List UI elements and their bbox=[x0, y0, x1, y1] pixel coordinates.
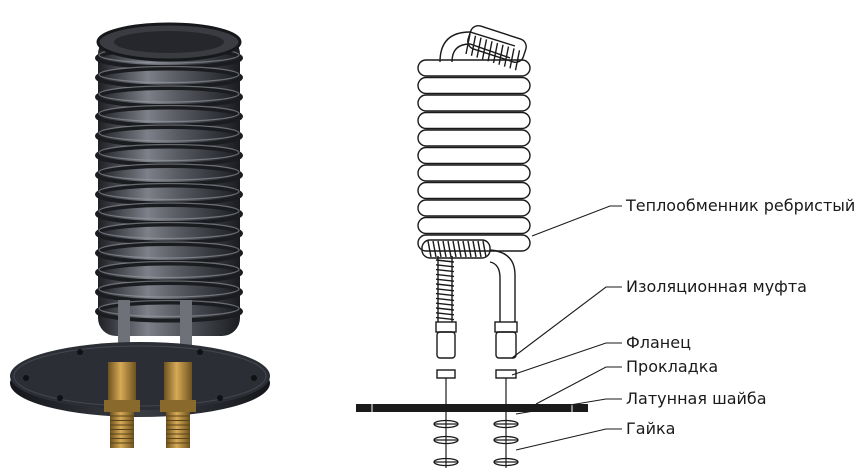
leader-flange bbox=[511, 342, 622, 376]
label-insulation-coupling: Изоляционная муфта bbox=[626, 277, 807, 296]
leader-heat-exchanger bbox=[531, 205, 622, 237]
coil-turns bbox=[417, 59, 531, 252]
label-brass-washer: Латунная шайба bbox=[626, 389, 767, 408]
brass-fittings bbox=[104, 362, 196, 448]
leader-insulation-coupling bbox=[511, 286, 622, 359]
coupling-right-top bbox=[494, 321, 518, 333]
leader-brass-washer bbox=[515, 398, 622, 415]
flange-bar bbox=[356, 404, 588, 412]
gasket-left bbox=[436, 369, 456, 379]
coil-body bbox=[95, 22, 243, 336]
right-pipe bbox=[489, 249, 516, 322]
leader-gasket bbox=[535, 366, 622, 405]
coupling-left bbox=[436, 331, 456, 359]
gasket-right bbox=[495, 369, 517, 379]
bottom-fin-segment bbox=[421, 239, 491, 259]
label-gasket: Прокладка bbox=[626, 357, 719, 376]
label-flange: Фланец bbox=[626, 333, 691, 352]
flange-plate bbox=[10, 342, 270, 417]
coupling-left-top bbox=[435, 321, 457, 333]
label-nut: Гайка bbox=[626, 419, 676, 438]
coupling-right bbox=[495, 331, 517, 359]
label-heat-exchanger: Теплообменник ребристый bbox=[626, 196, 856, 215]
leader-nut bbox=[515, 428, 622, 451]
